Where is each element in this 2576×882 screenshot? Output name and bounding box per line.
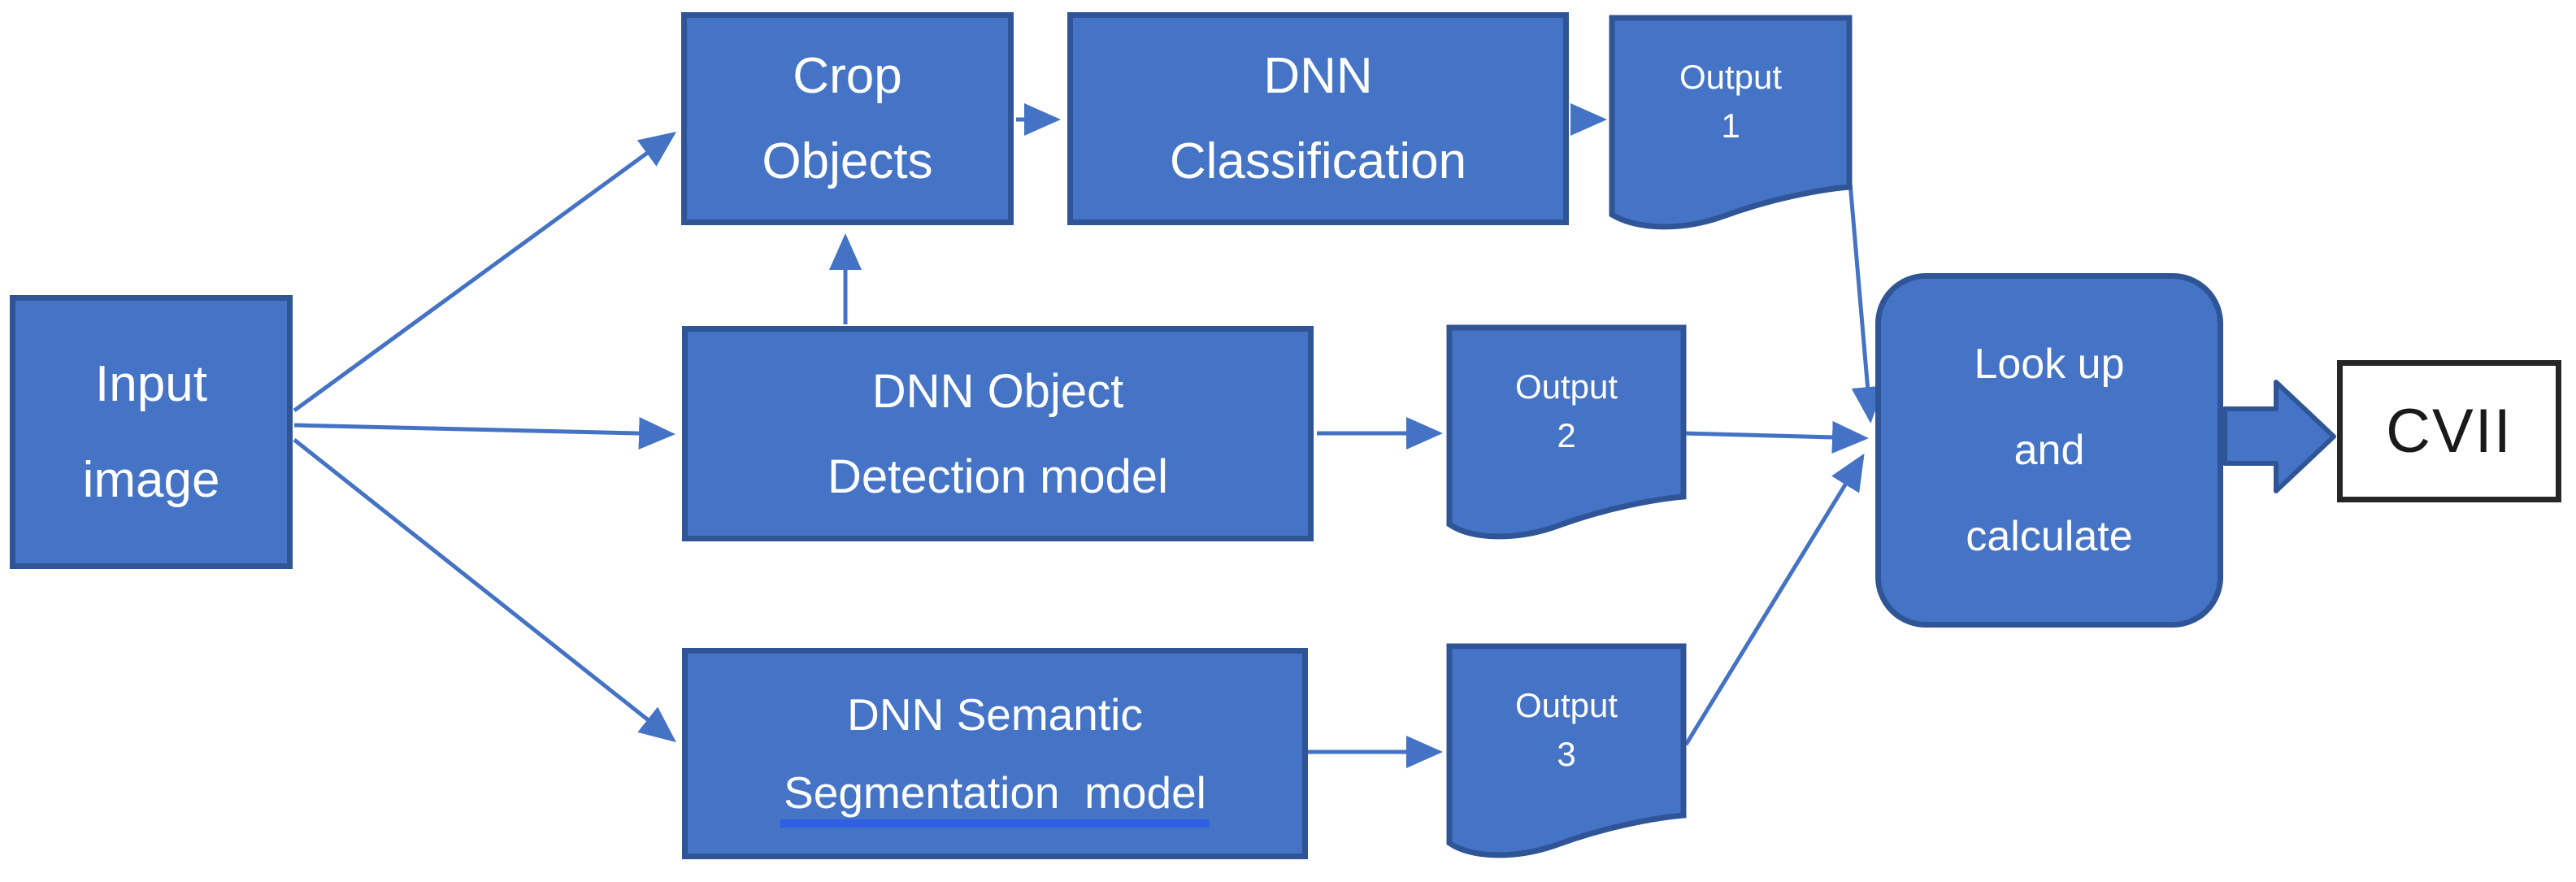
node-label: CVII xyxy=(2386,397,2513,466)
node-label: Objects xyxy=(762,133,933,189)
output3-document-shape xyxy=(1446,643,1687,858)
node-cvii: CVII xyxy=(2337,360,2561,502)
node-label-underlined: Segmentation model xyxy=(780,767,1210,828)
edge-input-to-segmentation xyxy=(293,438,676,743)
node-label: Crop xyxy=(793,48,902,104)
node-label: DNN Object xyxy=(871,364,1124,418)
node-dnn-object-detection: DNN Object Detection model xyxy=(682,326,1314,541)
edge-output3-to-lookup xyxy=(1683,453,1865,746)
node-label: DNN xyxy=(1263,48,1373,104)
node-label: Classification xyxy=(1169,133,1467,189)
edge-input-to-detection xyxy=(293,417,675,450)
node-label: and xyxy=(2013,427,2085,474)
node-crop-objects: Crop Objects xyxy=(681,12,1014,225)
node-label: Input xyxy=(95,355,207,412)
node-label: calculate xyxy=(1966,513,2133,560)
node-dnn-semantic-segmentation: DNN Semantic Segmentation model xyxy=(682,648,1308,859)
edge-input-to-crop xyxy=(293,132,677,413)
node-label: DNN Semantic xyxy=(847,689,1143,740)
block-arrow-lookup-to-cvii xyxy=(2222,380,2336,493)
node-label: Detection model xyxy=(827,450,1169,503)
node-label: Look up xyxy=(1974,341,2125,388)
node-look-up-and-calculate: Look up and calculate xyxy=(1875,273,2223,628)
node-input-image: Input image xyxy=(10,295,293,569)
output1-document-shape xyxy=(1609,15,1853,230)
node-dnn-classification: DNN Classification xyxy=(1067,12,1569,225)
edge-output2-to-lookup xyxy=(1683,420,1869,454)
output2-document-shape xyxy=(1446,324,1687,540)
node-label: image xyxy=(82,451,220,508)
